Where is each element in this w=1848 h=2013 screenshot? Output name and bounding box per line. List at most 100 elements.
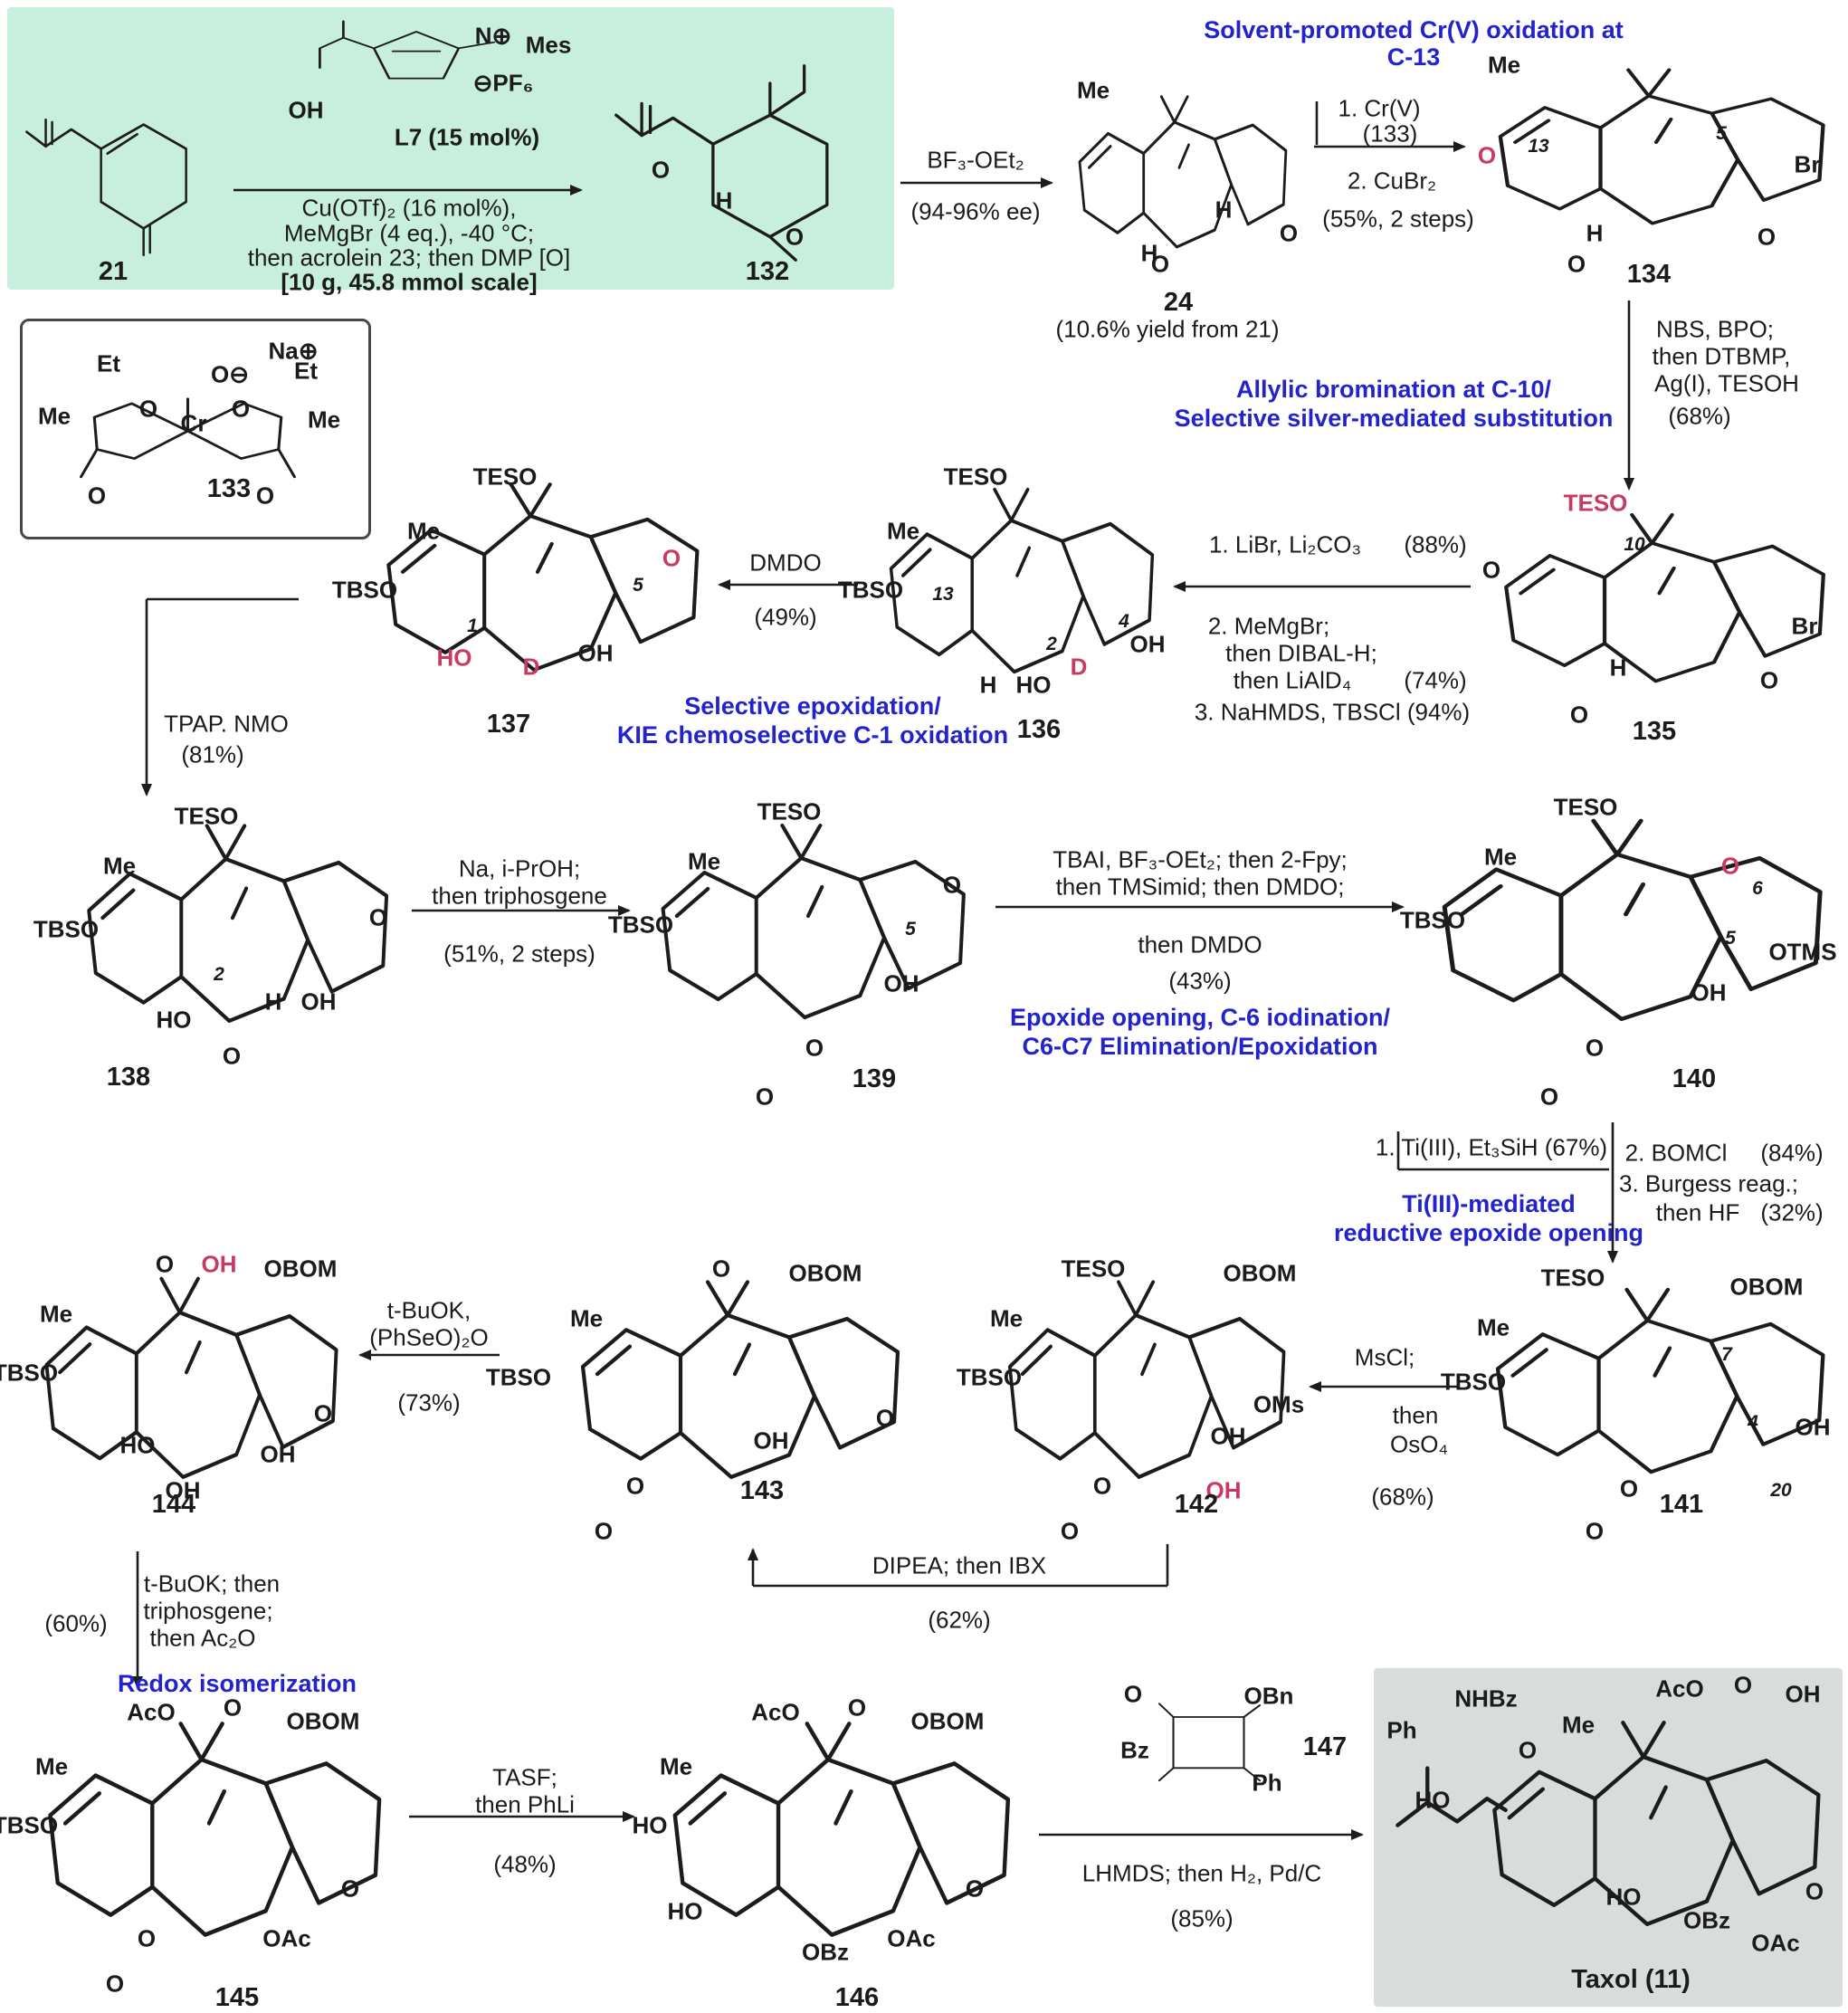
compound-number-133: 133 bbox=[206, 473, 252, 503]
substituent-label: O bbox=[805, 1034, 824, 1062]
substituent-label: Me bbox=[39, 1300, 73, 1328]
reagent-text: [10 g, 45.8 mmol scale] bbox=[281, 268, 538, 296]
substituent-label: H bbox=[1215, 196, 1233, 224]
reagent-text: then TMSimid; then DMDO; bbox=[1055, 873, 1345, 901]
substituent-label: Me bbox=[34, 1752, 69, 1780]
substituent-label: OH bbox=[1129, 630, 1166, 658]
structure-L7 bbox=[299, 14, 534, 127]
substituent-label: O bbox=[1150, 250, 1170, 278]
substituent-label: O bbox=[1733, 1671, 1753, 1699]
substituent-label: O bbox=[875, 1404, 895, 1432]
compound-number-135: 135 bbox=[1632, 716, 1677, 746]
structure-146 bbox=[644, 1700, 1027, 1999]
substituent-label: OAc bbox=[262, 1924, 311, 1952]
substituent-label: OBOM bbox=[1223, 1259, 1297, 1287]
compound-number-141: 141 bbox=[1659, 1489, 1704, 1519]
reagent-text: (49%) bbox=[754, 603, 817, 631]
substituent-label: AcO bbox=[127, 1698, 176, 1726]
skeleton-hexring bbox=[25, 118, 187, 257]
substituent-label: HO bbox=[119, 1431, 156, 1459]
reagent-text: (73%) bbox=[397, 1388, 461, 1417]
substituent-label: O bbox=[755, 1083, 775, 1111]
substituent-label: Mes bbox=[525, 31, 572, 59]
substituent-label: O bbox=[1569, 701, 1589, 729]
substituent-label: HO bbox=[667, 1897, 703, 1925]
reagent-text: TASF; bbox=[492, 1763, 557, 1791]
compound-number-146: 146 bbox=[834, 1982, 880, 2012]
substituent-label: OH bbox=[753, 1426, 789, 1455]
compound-number-142: 142 bbox=[1174, 1489, 1219, 1519]
structure-138 bbox=[62, 804, 404, 1080]
substituent-label: O bbox=[231, 395, 251, 423]
substituent-label: O bbox=[965, 1875, 985, 1903]
substituent-label: 7 bbox=[1721, 1343, 1732, 1365]
substituent-label: 20 bbox=[1770, 1479, 1792, 1501]
skeleton-taxane bbox=[661, 823, 966, 1020]
substituent-label: TBSO bbox=[956, 1363, 1023, 1391]
substituent-label: TBSO bbox=[1440, 1368, 1507, 1396]
reagent-text: 2. MeMgBr; bbox=[1207, 612, 1330, 640]
reagent-text: then DTBMP, bbox=[1652, 342, 1791, 370]
reagent-text: (94-96% ee) bbox=[910, 197, 1041, 225]
substituent-label: H bbox=[264, 987, 282, 1016]
substituent-label: 5 bbox=[1716, 122, 1727, 144]
substituent-label: Me bbox=[1561, 1711, 1596, 1739]
substituent-label: OH bbox=[1691, 978, 1727, 1006]
substituent-label: H bbox=[1140, 239, 1158, 267]
skeleton-taxane bbox=[1495, 1287, 1825, 1474]
substituent-label: O bbox=[1477, 141, 1497, 169]
reagent-text: then bbox=[1392, 1401, 1439, 1429]
substituent-label: 4 bbox=[1748, 1411, 1758, 1433]
substituent-label: HO bbox=[632, 1811, 668, 1839]
structure-141 bbox=[1468, 1269, 1842, 1527]
reagent-text: then PhLi bbox=[475, 1790, 575, 1818]
annotation-text: Allylic bromination at C-10/ bbox=[1235, 375, 1552, 403]
skeleton-hexring2 bbox=[614, 64, 829, 262]
substituent-label: TBSO bbox=[331, 576, 398, 604]
substituent-label: Me bbox=[37, 402, 71, 430]
substituent-label: Me bbox=[1076, 76, 1110, 104]
substituent-label: Me bbox=[1487, 51, 1521, 79]
substituent-label: TBSO bbox=[0, 1359, 59, 1387]
substituent-label: Bz bbox=[1120, 1736, 1149, 1764]
substituent-label: O bbox=[1757, 223, 1777, 251]
substituent-label: OBOM bbox=[1729, 1273, 1804, 1301]
structure-21 bbox=[18, 86, 231, 267]
structure-24 bbox=[1061, 80, 1298, 292]
structure-140 bbox=[1410, 798, 1842, 1079]
compound-number-taxol: Taxol (11) bbox=[1571, 1964, 1691, 1994]
reagent-text: 1. Cr(V) bbox=[1338, 94, 1421, 122]
reagent-text: L7 (15 mol%) bbox=[394, 123, 540, 151]
annotation-text: KIE chemoselective C-1 oxidation bbox=[616, 720, 1009, 749]
substituent-label: O bbox=[662, 544, 681, 572]
substituent-label: TBSO bbox=[837, 576, 904, 604]
reagent-text: (PhSeO)₂O bbox=[369, 1323, 489, 1351]
annotation-text: Redox isomerization bbox=[117, 1669, 357, 1697]
substituent-label: O bbox=[340, 1875, 360, 1903]
compound-number-134: 134 bbox=[1626, 259, 1672, 289]
substituent-label: O bbox=[651, 156, 671, 184]
substituent-label: 13 bbox=[932, 583, 954, 605]
substituent-label: Me bbox=[687, 847, 721, 875]
substituent-label: OBOM bbox=[910, 1707, 985, 1735]
reagent-text: then LiAlD₄ bbox=[1233, 666, 1352, 694]
substituent-label: TBSO bbox=[33, 915, 100, 943]
reagent-text: triphosgene; bbox=[143, 1597, 273, 1625]
structure-142 bbox=[985, 1260, 1300, 1536]
reagent-text: (68%) bbox=[1371, 1483, 1434, 1511]
reagent-text: TBAI, BF₃-OEt₂; then 2-Fpy; bbox=[1053, 845, 1348, 873]
substituent-label: TESO bbox=[1553, 793, 1618, 821]
reagent-text: then DMDO bbox=[1138, 930, 1262, 959]
substituent-label: O bbox=[223, 1693, 243, 1722]
substituent-label: N⊕ bbox=[474, 22, 512, 50]
skeleton-taxane bbox=[87, 824, 389, 1024]
substituent-label: HO bbox=[1415, 1786, 1451, 1814]
substituent-label: O bbox=[785, 223, 805, 251]
substituent-label: Me bbox=[886, 517, 920, 545]
substituent-label: H bbox=[1586, 219, 1604, 247]
substituent-label: TESO bbox=[1061, 1255, 1126, 1283]
reagent-text: BF₃-OEt₂ bbox=[927, 146, 1024, 174]
reagent-text: t-BuOK; then bbox=[143, 1569, 281, 1598]
substituent-label: Me bbox=[307, 405, 341, 434]
reagent-text: (85%) bbox=[1170, 1904, 1234, 1932]
